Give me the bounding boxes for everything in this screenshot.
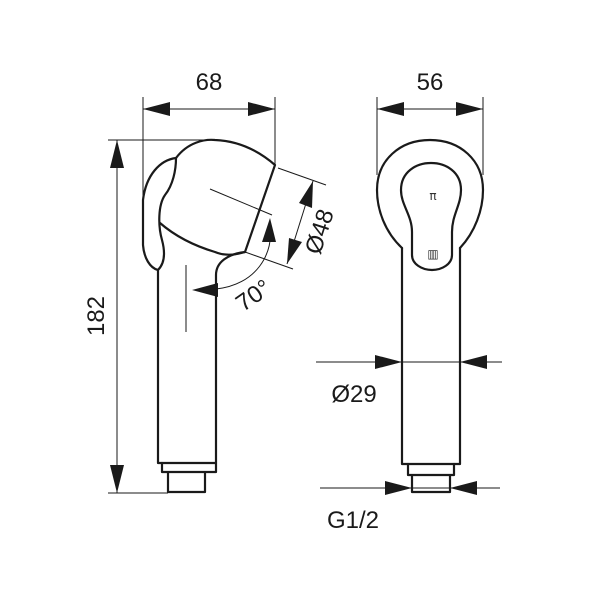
shower-head-outline [158,138,277,256]
side-view: 68 182 Ø48 [83,69,340,494]
head-axis-line [209,188,273,216]
thread-label: G1/2 [327,507,379,534]
handle-outline [156,250,247,465]
handle-diameter-dimension: Ø29 [316,355,502,408]
thread-dimension: G1/2 [320,481,500,534]
shower-spray-icon: π [429,189,436,203]
lever-outline [141,156,178,272]
front-head-outline [375,138,485,250]
width-dimension-68: 68 [142,69,276,200]
height-dimension-182: 182 [83,139,215,494]
front-connector [406,462,456,494]
front-lever-outline [399,161,463,272]
handle-diameter-label: Ø29 [331,381,376,408]
angle-dimension: 70° [192,218,276,317]
front-width-label: 56 [417,69,444,96]
front-view: 56 π ▥ Ø29 G1/2 [316,69,502,534]
width-dimension-56: 56 [376,69,484,175]
head-diameter-dimension: Ø48 [244,167,340,270]
front-handle-outline [400,246,462,466]
height-label: 182 [83,296,110,336]
jet-grid-icon: ▥ [427,247,438,261]
head-diameter-label: Ø48 [300,206,340,257]
connector [160,461,218,494]
angle-label: 70° [231,274,276,317]
width-label: 68 [196,69,223,96]
